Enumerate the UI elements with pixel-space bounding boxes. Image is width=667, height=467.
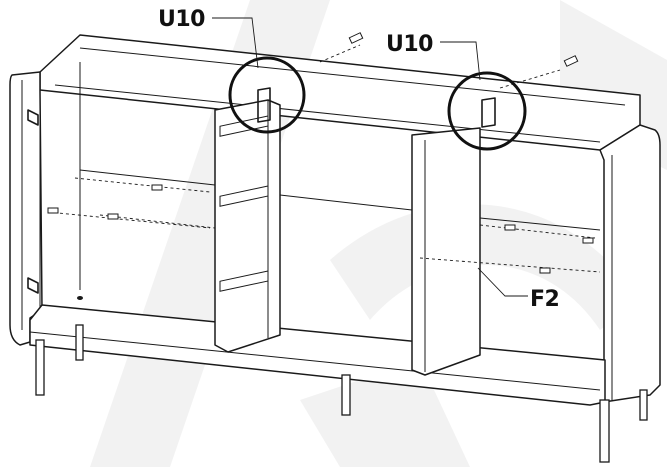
callout-label-u10-left: U10	[158, 7, 205, 32]
cabinet-body	[9, 32, 661, 406]
leg-back-left	[75, 324, 84, 361]
callout-circle-u10-right	[447, 71, 527, 151]
right-divider-panel	[411, 127, 481, 376]
leg-center	[341, 374, 351, 416]
leader-f2	[477, 267, 528, 297]
leg-back-right	[639, 389, 648, 421]
bottom-panel	[29, 304, 606, 406]
leader-u10-left	[212, 17, 259, 69]
callout-label-u10-right: U10	[386, 32, 433, 57]
left-divider-panel	[214, 99, 281, 353]
cabinet-legs	[35, 324, 648, 463]
callout-circle-u10-left	[228, 56, 306, 134]
left-side-panel	[9, 71, 43, 346]
leg-front-right	[599, 399, 610, 463]
leader-u10-right	[440, 41, 481, 81]
right-side-panel	[599, 124, 661, 403]
leg-front-left	[35, 339, 45, 396]
callout-label-f2: F2	[530, 287, 559, 312]
